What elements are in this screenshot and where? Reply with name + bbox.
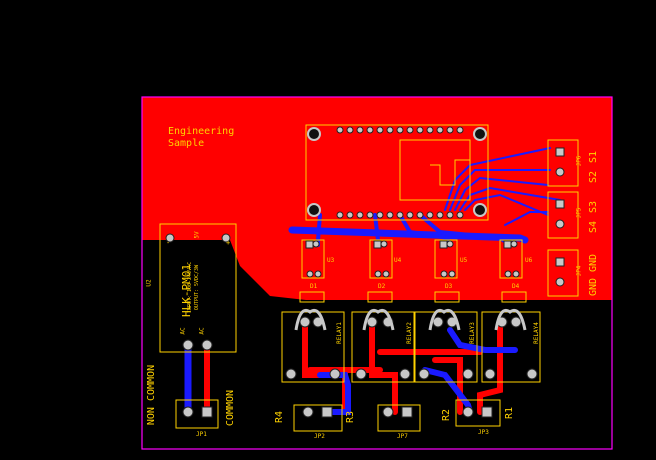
jp2-label: JP2 (314, 433, 325, 440)
gnd2-label: GND (588, 277, 600, 297)
board-outline (141, 96, 613, 450)
s2-label: S2 (588, 170, 600, 184)
power-module-outline (159, 223, 237, 353)
power-module-plus: + (226, 239, 231, 247)
u3-label: U3 (327, 257, 335, 264)
power-module-output: OUTPUT: 5VDC/3W (194, 264, 201, 311)
gnd1-label: GND (588, 253, 600, 273)
power-module-ac2: AC (198, 327, 206, 335)
s1-label: S1 (588, 150, 600, 164)
power-module-ac1: AC (179, 327, 187, 335)
jp4-label: JP4 (575, 265, 583, 277)
r2-label: R2 (441, 408, 453, 422)
relay1-label: RELAY1 (335, 322, 343, 344)
top-copper-pour (142, 97, 612, 300)
power-module-ref: U2 (145, 279, 153, 287)
u5-label: U5 (460, 257, 468, 264)
non-common-label: NON COMMON (146, 364, 158, 426)
sample-label: Sample (168, 138, 205, 149)
jp5-label: JP5 (575, 207, 583, 219)
pads (165, 126, 565, 418)
jp7-label: JP7 (397, 433, 408, 440)
d4-label: D4 (512, 283, 520, 290)
power-module-input: INPUT: 100-240VAC (187, 261, 194, 314)
u4-label: U4 (394, 257, 402, 264)
d3-label: D3 (445, 283, 453, 290)
engineering-label: Engineering (168, 126, 235, 137)
jp3-label: JP3 (478, 429, 489, 436)
relay4-label: RELAY4 (532, 322, 540, 344)
d2-label: D2 (378, 283, 386, 290)
relay3-label: RELAY3 (468, 322, 476, 344)
r3-label: R3 (345, 410, 357, 424)
r1-label: R1 (504, 406, 516, 420)
s4-label: S4 (588, 220, 600, 234)
s3-label: S3 (588, 200, 600, 214)
wifi-module-outline (305, 124, 489, 221)
power-module-minus: - (166, 239, 171, 247)
jp6-label: JP6 (575, 155, 583, 167)
d1-label: D1 (310, 283, 318, 290)
power-module-5v: 5V (193, 231, 201, 239)
common-label: COMMON (225, 389, 237, 427)
u6-label: U6 (525, 257, 533, 264)
r4-label: R4 (274, 410, 286, 424)
relay2-label: RELAY2 (405, 322, 413, 344)
silkscreen (159, 124, 579, 432)
jp1-label: JP1 (196, 431, 207, 438)
